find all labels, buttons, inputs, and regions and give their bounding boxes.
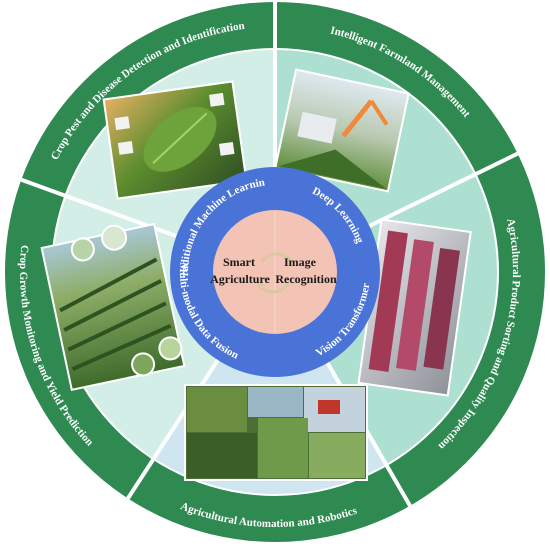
- pest-detection-image: [102, 80, 248, 200]
- arrow-head-icon: [285, 259, 292, 266]
- growth-monitoring-image: [40, 222, 186, 391]
- core-label-agriculture: Agriculture: [210, 272, 270, 286]
- product-sorting-image: [357, 218, 472, 397]
- cycle-arrows-icon: [256, 252, 294, 294]
- core-label-image: Image: [284, 255, 317, 269]
- farmland-management-image: [274, 68, 410, 193]
- core-label-smart: Smart: [223, 255, 255, 269]
- arrow-head-icon: [258, 280, 265, 287]
- core-label-recognition: Recognition: [275, 272, 337, 286]
- automation-robotics-image: [184, 384, 368, 481]
